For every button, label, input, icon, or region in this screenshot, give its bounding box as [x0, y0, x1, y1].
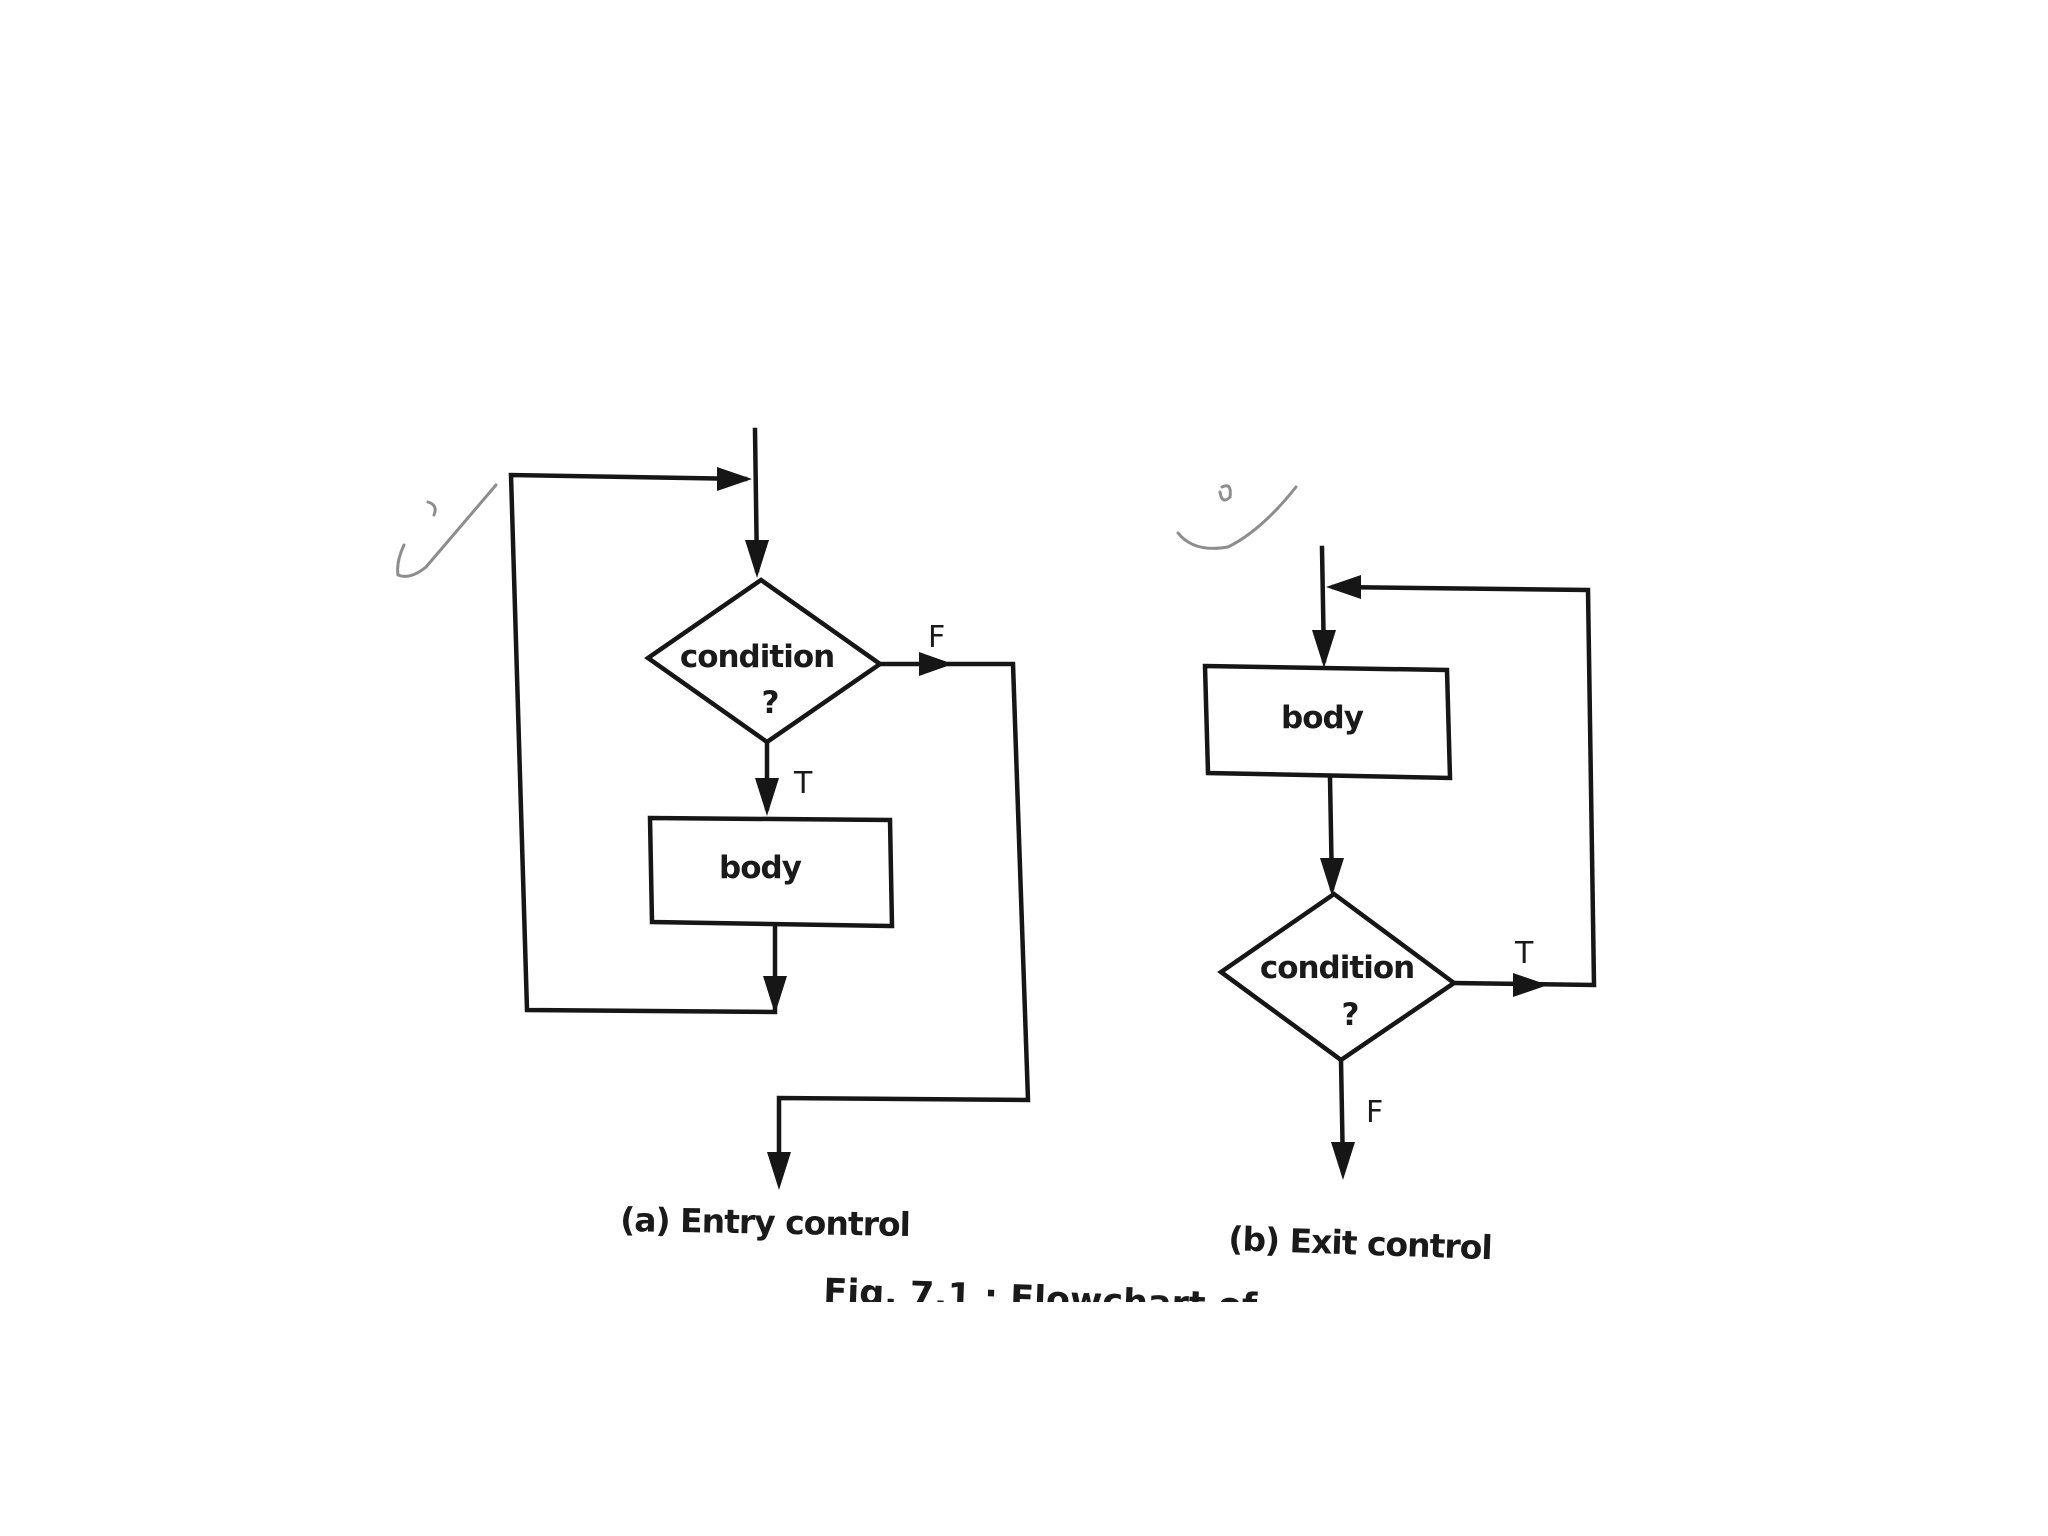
- exit-false-arrow: [1331, 1142, 1355, 1180]
- exit-true-label: T: [1514, 936, 1534, 971]
- entry-body-label: body: [719, 850, 802, 886]
- exit-condition-question: ?: [1342, 997, 1359, 1033]
- entry-loop-back-line: [508, 472, 778, 1015]
- handwritten-tick-right: [1176, 484, 1298, 550]
- entry-control-flowchart: condition ? body T F (a) Entry control: [508, 427, 1031, 1244]
- exit-loop-arrow: [1326, 575, 1361, 599]
- handwritten-tick-left: [396, 483, 498, 578]
- entry-true-arrow: [755, 778, 779, 816]
- entry-false-arrow: [919, 652, 953, 676]
- exit-body-exit-arrow: [1320, 858, 1344, 896]
- exit-condition-label: condition: [1260, 950, 1414, 986]
- exit-control-caption: (b) Exit control: [1228, 1219, 1493, 1267]
- figure-caption: Fig. 7.1 : Flowchart of l: [823, 1272, 1282, 1328]
- exit-body-label: body: [1281, 700, 1364, 736]
- entry-false-label: F: [928, 620, 945, 655]
- entry-control-caption: (a) Entry control: [620, 1200, 910, 1244]
- entry-exit-arrow: [767, 1152, 791, 1190]
- entry-true-label: T: [793, 766, 813, 801]
- exit-true-arrow: [1513, 973, 1548, 997]
- entry-down-arrow: [745, 540, 769, 578]
- exit-control-flowchart: body condition ? T F (b) Exit control: [1202, 545, 1597, 1267]
- exit-condition-diamond: [1217, 891, 1458, 1063]
- entry-condition-diamond: [644, 577, 884, 745]
- entry-false-line: [776, 661, 1031, 1175]
- figure-caption-clipped: Fig. 7.1 : Flowchart of l: [823, 1272, 1282, 1328]
- entry-body-exit-arrow: [763, 976, 787, 1014]
- entry-condition-question: ?: [762, 685, 779, 721]
- exit-down-arrow: [1312, 630, 1336, 668]
- entry-loop-arrow: [717, 467, 752, 491]
- entry-body-box: [647, 815, 895, 929]
- exit-false-label: F: [1366, 1095, 1383, 1130]
- entry-condition-label: condition: [680, 639, 834, 675]
- exit-body-box: [1202, 663, 1453, 781]
